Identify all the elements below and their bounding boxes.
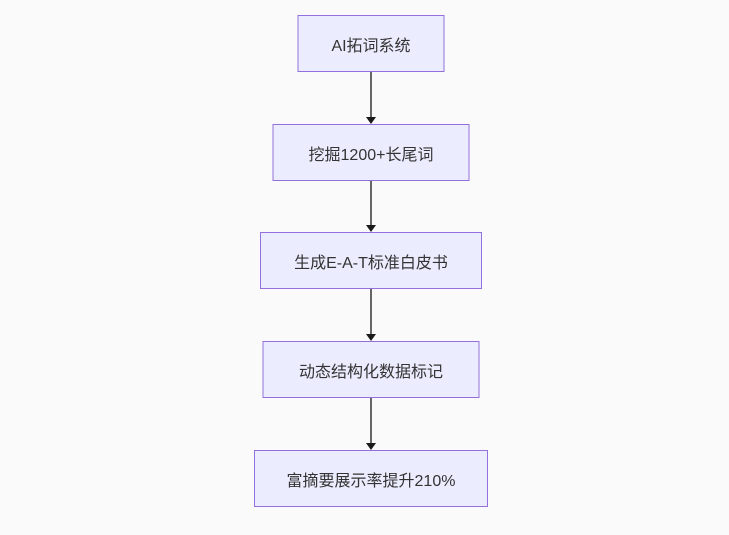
edge-line [370, 398, 372, 443]
arrowhead-down-icon [366, 443, 376, 450]
flow-node-label: 生成E-A-T标准白皮书 [294, 254, 448, 272]
flow-edge-3 [366, 289, 376, 341]
flow-node-label: 挖掘1200+长尾词 [308, 146, 434, 164]
flow-edge-1 [366, 72, 376, 124]
arrowhead-down-icon [366, 334, 376, 341]
arrowhead-down-icon [366, 225, 376, 232]
edge-line [370, 72, 372, 117]
arrowhead-down-icon [366, 117, 376, 124]
edge-line [370, 181, 372, 225]
flow-node-label: AI拓词系统 [331, 37, 411, 55]
edge-line [370, 289, 372, 334]
flow-node-label: 富摘要展示率提升210% [286, 472, 456, 490]
flow-node-rich-snippet-result: 富摘要展示率提升210% [254, 450, 488, 507]
flow-node-eat-whitepaper: 生成E-A-T标准白皮书 [260, 232, 482, 289]
flow-node-structured-data-markup: 动态结构化数据标记 [262, 341, 480, 398]
flow-edge-2 [366, 181, 376, 232]
flow-node-label: 动态结构化数据标记 [298, 363, 443, 381]
flow-edge-4 [366, 398, 376, 450]
flow-node-longtail-mining: 挖掘1200+长尾词 [272, 124, 470, 181]
flow-node-ai-keyword-system: AI拓词系统 [297, 15, 445, 72]
